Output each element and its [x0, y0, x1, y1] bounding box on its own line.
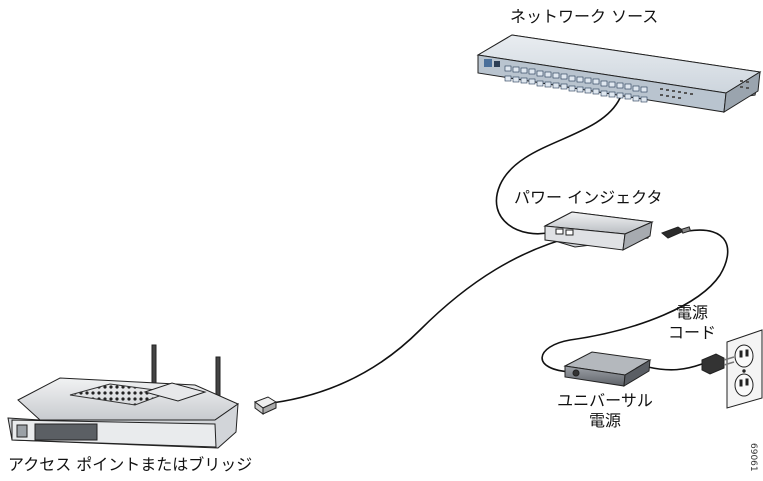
cables [271, 97, 729, 404]
network-switch-icon [476, 34, 762, 113]
universal-power-label-line1: ユニバーサル [557, 391, 653, 410]
power-cord-label-line2: コード [667, 323, 716, 342]
universal-power-label: ユニバーサル 電源 [550, 391, 660, 431]
adapter-to-outlet-cord [647, 363, 703, 371]
wall-plug-icon [701, 353, 735, 375]
network-source-label: ネットワーク ソース [510, 7, 659, 26]
rj45-plug-icon [253, 396, 278, 415]
power-cord-label-line1: 電源 [675, 303, 708, 322]
figure-number: 69061 [748, 443, 758, 472]
universal-power-label-line2: 電源 [588, 411, 621, 430]
dc-cable [541, 229, 729, 373]
power-injector-label: パワー インジェクタ [514, 188, 663, 207]
switch-ports [504, 65, 648, 103]
dc-plug-icon [661, 226, 692, 239]
power-adapter-icon [563, 351, 652, 387]
access-point-icon [7, 344, 240, 449]
power-injector-icon [543, 211, 692, 251]
injector-to-ap-cable [271, 235, 576, 404]
power-cord-label: 電源 コード [662, 303, 722, 343]
wall-outlet-icon [726, 329, 763, 409]
switch-to-injector-cable [495, 97, 621, 235]
access-point-label: アクセス ポイントまたはブリッジ [8, 455, 253, 474]
